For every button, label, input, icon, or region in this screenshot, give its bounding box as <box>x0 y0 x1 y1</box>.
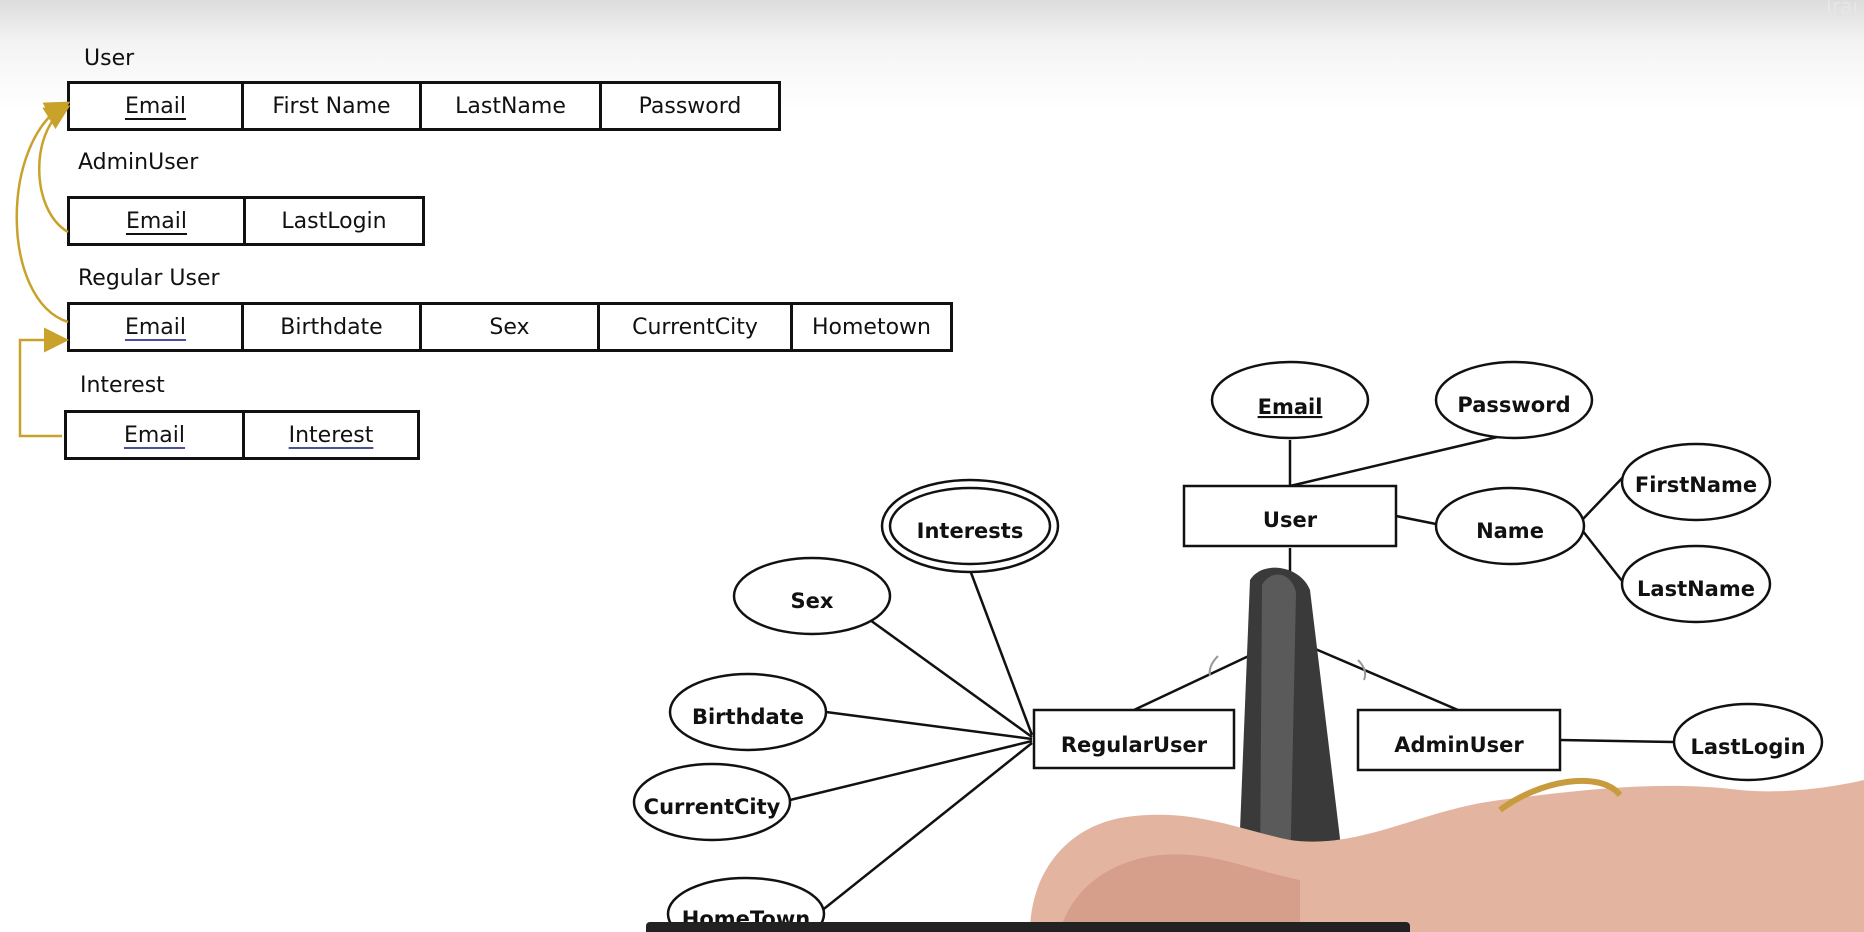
subset-arc-right <box>1357 659 1367 681</box>
table-regularuser-cell-birthdate: Birthdate <box>244 305 422 349</box>
entity-user-box <box>1182 484 1398 548</box>
table-user-cell-firstname: First Name <box>244 84 422 128</box>
table-user-cell-email: Email <box>70 84 244 128</box>
attribute-hometown-ellipse <box>666 876 826 932</box>
attribute-currentcity-label: CurrentCity <box>644 795 781 819</box>
subset-arc-left <box>1208 655 1219 677</box>
attribute-birthdate-label: Birthdate <box>692 705 804 729</box>
hand-with-pen-image <box>1030 567 1864 932</box>
attribute-sex-label: Sex <box>791 589 834 613</box>
attribute-firstname-label: FirstName <box>1635 473 1757 497</box>
table-adminuser-cell-email: Email <box>70 199 246 243</box>
table-title-adminuser: AdminUser <box>78 150 199 175</box>
attribute-lastname-label: LastName <box>1637 577 1755 601</box>
corner-watermark-text: Trai <box>1822 0 1858 18</box>
table-adminuser: Email LastLogin <box>67 196 425 246</box>
fk-arrow-interest-to-regularuser <box>18 327 69 438</box>
table-title-interest: Interest <box>80 373 165 398</box>
table-title-regularuser: Regular User <box>78 266 220 291</box>
attribute-lastlogin-label: LastLogin <box>1690 735 1805 759</box>
table-regularuser-cell-sex: Sex <box>422 305 600 349</box>
attribute-name-label: Name <box>1476 519 1544 543</box>
attribute-firstname-ellipse <box>1620 442 1772 522</box>
fk-arrow-regularuser-to-user <box>15 101 71 324</box>
attribute-interests-label: Interests <box>917 519 1024 543</box>
entity-adminuser-box <box>1356 708 1562 772</box>
er-connector-lines <box>789 432 1675 913</box>
table-user-cell-lastname: LastName <box>422 84 602 128</box>
table-adminuser-cell-lastlogin: LastLogin <box>281 208 387 234</box>
attribute-sex-ellipse <box>732 556 892 636</box>
entity-regularuser-box <box>1032 708 1236 770</box>
attribute-interests-inner-ellipse <box>888 486 1052 566</box>
fk-arrow-adminuser-to-user <box>38 105 71 234</box>
table-interest: Email Interest <box>64 410 420 460</box>
attribute-password-label: Password <box>1457 393 1570 417</box>
attribute-lastname-ellipse <box>1620 544 1772 624</box>
table-interest-cell-email: Email <box>67 413 245 457</box>
attribute-name-ellipse <box>1434 486 1586 566</box>
attribute-birthdate-ellipse <box>668 672 828 752</box>
attribute-email-ellipse <box>1210 360 1370 440</box>
attribute-email-label: Email <box>1258 395 1323 419</box>
table-regularuser-cell-currentcity: CurrentCity <box>600 305 793 349</box>
entity-regularuser-label: RegularUser <box>1061 733 1208 757</box>
attribute-currentcity-ellipse <box>632 762 792 842</box>
table-regularuser-cell-email: Email <box>70 305 244 349</box>
entity-adminuser-label: AdminUser <box>1394 733 1524 757</box>
table-title-user: User <box>84 46 135 71</box>
table-regularuser: Email Birthdate Sex CurrentCity Hometown <box>67 302 953 352</box>
attribute-lastlogin-ellipse <box>1672 702 1824 782</box>
video-progress-bar[interactable] <box>646 922 1410 932</box>
table-regularuser-cell-hometown: Hometown <box>812 314 931 340</box>
entity-user-label: User <box>1263 508 1318 532</box>
table-user: Email First Name LastName Password <box>67 81 781 131</box>
table-user-cell-password: Password <box>638 93 742 119</box>
attribute-password-ellipse <box>1434 360 1594 440</box>
table-interest-cell-interest: Interest <box>288 422 374 448</box>
